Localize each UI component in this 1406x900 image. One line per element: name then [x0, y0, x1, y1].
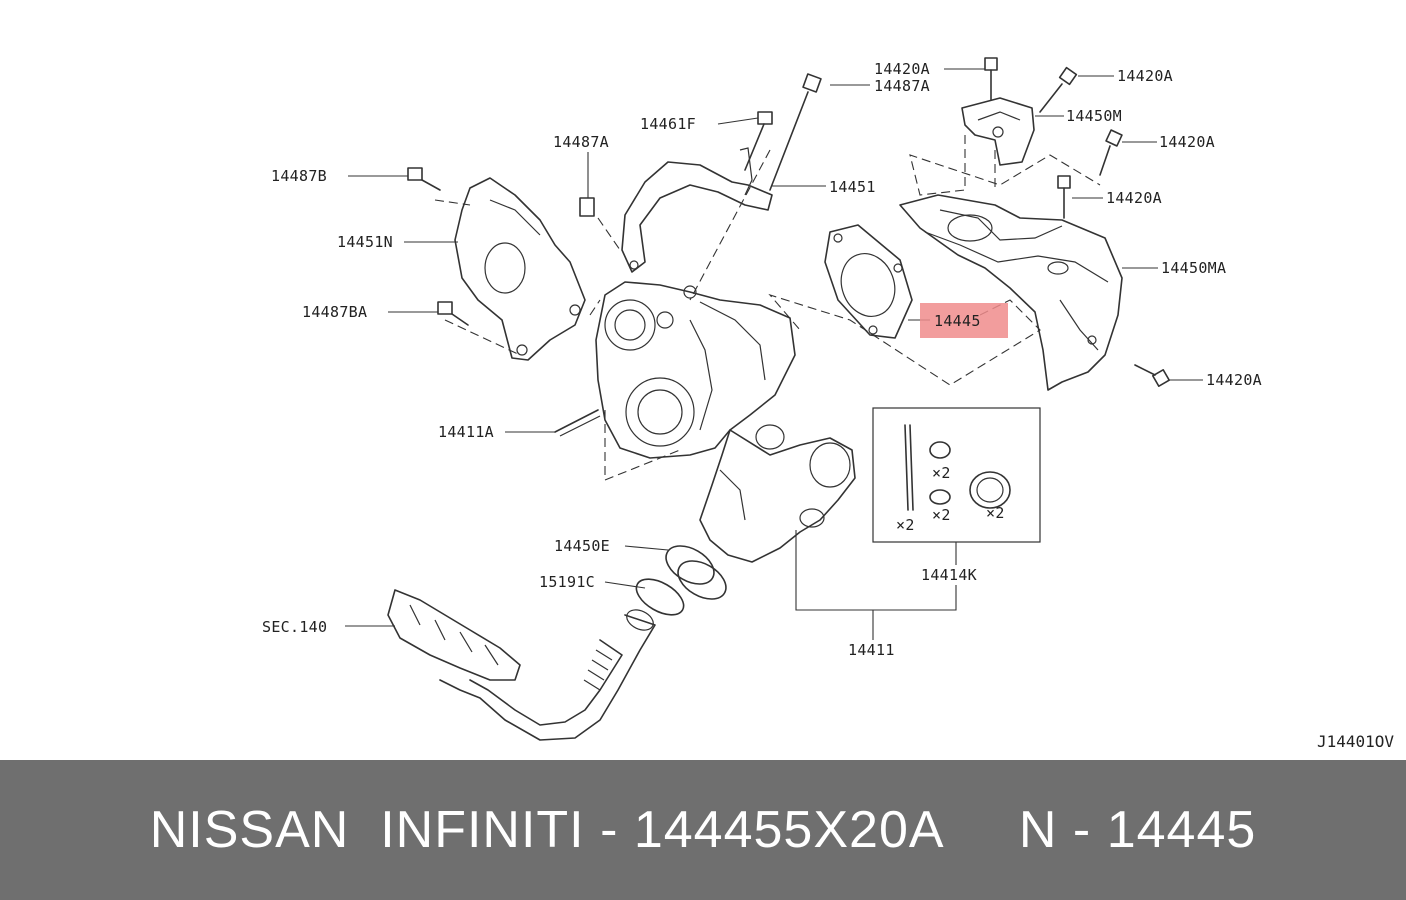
label-qty: ×2 — [896, 516, 915, 534]
part-number-caption: NISSAN INFINITI - 144455X20A N - 14445 — [149, 801, 1257, 859]
label-14487b: 14487B — [271, 167, 327, 185]
gasket-ring-15191c — [635, 578, 685, 616]
heat-shield-14450ma — [899, 194, 1123, 391]
bolt-14420a-lower-right — [1057, 175, 1071, 219]
leader-lines — [345, 68, 1203, 640]
front-exhaust-pipe — [439, 609, 656, 741]
label-14420a: 14420A — [1117, 67, 1173, 85]
highlight-14445 — [920, 303, 1008, 338]
label-14451: 14451 — [829, 178, 876, 196]
label-14420a: 14420A — [1159, 133, 1215, 151]
label-qty: ×2 — [932, 506, 951, 524]
clamp-ring-14450e — [665, 545, 727, 600]
label-14411a: 14411A — [438, 423, 494, 441]
cover-14451n — [454, 177, 586, 361]
stud-14411a — [554, 409, 601, 437]
parts-diagram: 14420A 14487A 14420A 14461F 14450M 14487… — [262, 57, 1394, 751]
label-sec140: SEC.140 — [262, 618, 327, 636]
label-14487a: 14487A — [874, 77, 930, 95]
diagram-code: J14401OV — [1316, 732, 1394, 751]
bolt-14461f — [744, 111, 773, 171]
label-14411: 14411 — [848, 641, 895, 659]
bolt-14487a-top — [769, 73, 822, 191]
label-14445: 14445 — [934, 312, 981, 330]
heat-shield-bracket-14450m — [961, 97, 1035, 166]
exploded-view-drawing: 14420A 14487A 14420A 14461F 14450M 14487… — [262, 57, 1262, 741]
bolt-14420a-top — [984, 57, 998, 101]
bracket-14451 — [621, 147, 773, 273]
label-14450m: 14450M — [1066, 107, 1122, 125]
kit-box-14414k — [872, 407, 1041, 543]
label-14451n: 14451N — [337, 233, 393, 251]
turbocharger-body — [595, 281, 796, 459]
bolt-14487a-left — [579, 197, 621, 251]
outlet-elbow-14411 — [699, 429, 856, 563]
gasket-14445 — [824, 224, 913, 339]
label-14450ma: 14450MA — [1161, 259, 1226, 277]
bolt-14420a-mid-right — [1099, 129, 1123, 176]
label-15191c: 15191C — [539, 573, 595, 591]
label-14414k: 14414K — [921, 566, 977, 584]
label-14420a: 14420A — [874, 60, 930, 78]
exhaust-manifold-sec140 — [387, 589, 521, 681]
bolt-14420a-bottom — [1134, 364, 1170, 387]
label-14487ba: 14487BA — [302, 303, 367, 321]
bolt-14420a-upper-right — [1039, 66, 1078, 113]
part-labels: 14420A 14487A 14420A 14461F 14450M 14487… — [262, 60, 1262, 659]
label-qty: ×2 — [932, 464, 951, 482]
label-14420a: 14420A — [1106, 189, 1162, 207]
label-14450e: 14450E — [554, 537, 610, 555]
label-qty: ×2 — [986, 504, 1005, 522]
label-14461f: 14461F — [640, 115, 696, 133]
bolt-14487ba — [437, 301, 469, 326]
label-14420a: 14420A — [1206, 371, 1262, 389]
footer-banner: NISSAN INFINITI - 144455X20A N - 14445 — [0, 760, 1406, 900]
bolt-14487b — [407, 167, 441, 191]
label-14487a: 14487A — [553, 133, 609, 151]
